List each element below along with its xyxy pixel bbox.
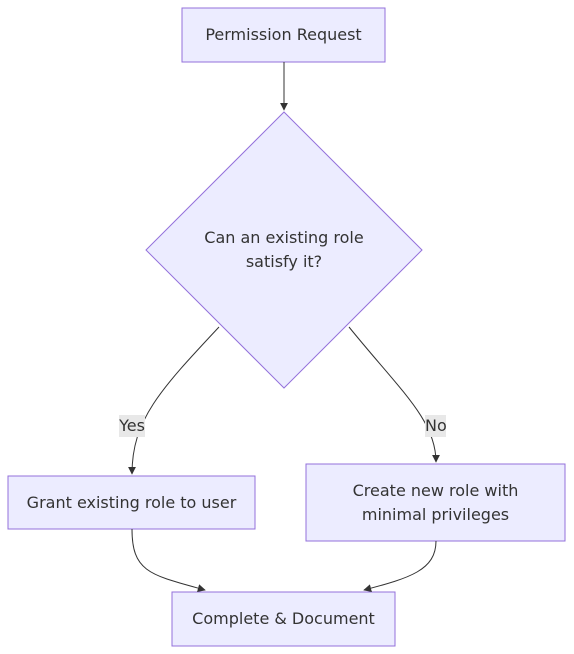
edge-label-no: No <box>425 415 447 437</box>
node-complete-document <box>171 591 396 647</box>
edge-label-yes: Yes <box>119 415 145 437</box>
edge-decision-to-create <box>348 326 440 463</box>
node-label-create-new-role: Create new role with minimal privileges <box>352 480 519 524</box>
node-label-decision: Can an existing role satisfy it? <box>204 228 364 271</box>
edge-decision-to-grant <box>128 326 220 475</box>
node-label-grant-existing-role: Grant existing role to user <box>26 492 237 512</box>
edge-create-to-complete <box>363 540 437 593</box>
node-label-complete-document: Complete & Document <box>192 609 375 628</box>
edge-grant-to-complete <box>131 528 206 592</box>
node-permission-request <box>181 7 386 63</box>
node-create-new-role <box>305 463 566 542</box>
node-label-permission-request: Permission Request <box>205 25 362 44</box>
node-decision-diamond <box>145 111 423 389</box>
